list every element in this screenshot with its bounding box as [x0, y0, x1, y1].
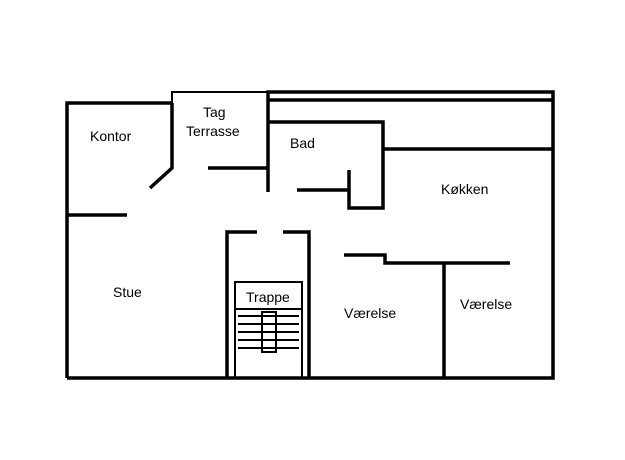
stair-core-right-wall: [283, 230, 311, 378]
stair-treads: [238, 311, 299, 353]
stair-well: [261, 311, 277, 353]
outer-wall-left-top: [65, 101, 172, 378]
room-label-koekken: Køkken: [441, 181, 488, 197]
room-label-stue: Stue: [113, 284, 142, 300]
vaerelse-walls: [344, 253, 510, 378]
tag-terrasse-walls: [208, 98, 270, 192]
room-label-kontor: Kontor: [90, 128, 132, 144]
outer-wall-bottom: [67, 90, 555, 380]
stair-core-left-wall: [225, 230, 257, 378]
room-label-vaerelse-2: Værelse: [460, 296, 512, 312]
room-label-trappe: Trappe: [246, 289, 290, 305]
stair-box: [234, 281, 303, 379]
kontor-walls: [67, 103, 174, 217]
bad-outline-wall: [268, 120, 385, 210]
room-label-tag: Tag: [203, 104, 226, 120]
kontor-diagonal-wall: [148, 103, 174, 190]
room-label-vaerelse-1: Værelse: [344, 305, 396, 321]
room-label-bad: Bad: [290, 135, 315, 151]
outer-walls: [65, 90, 555, 380]
tag-terrasse-outline: [171, 91, 268, 103]
vaerelse-top-wall: [344, 253, 510, 265]
room-labels: Kontor Tag Terrasse Bad Køkken Stue Trap…: [90, 104, 512, 321]
stair-core: [225, 230, 311, 379]
room-label-terrasse: Terrasse: [186, 123, 240, 139]
bad-walls: [268, 120, 553, 210]
